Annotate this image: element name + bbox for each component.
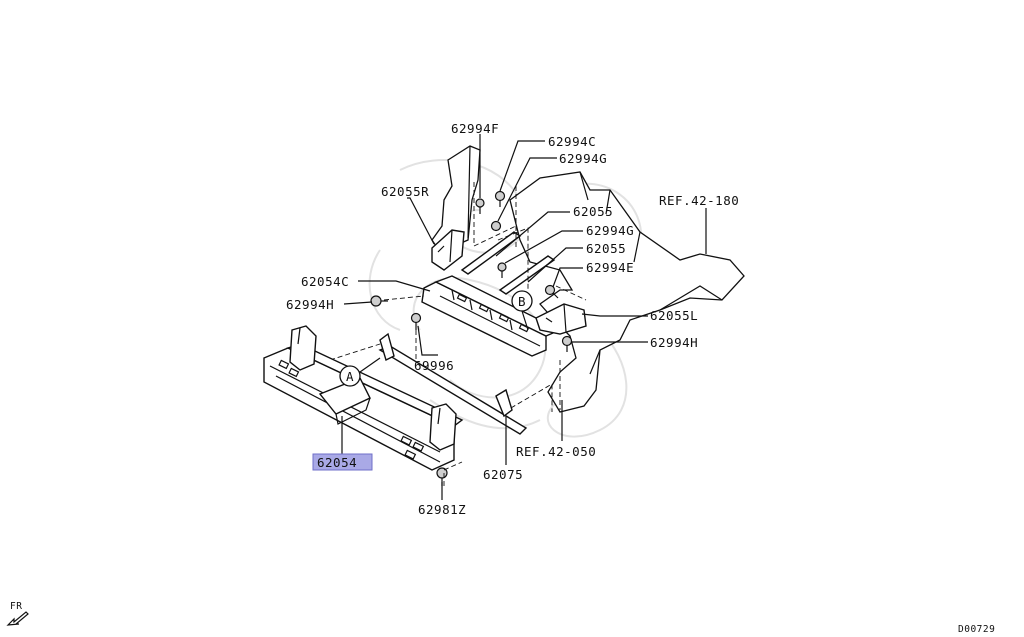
label-62055r: 62055R	[381, 184, 429, 199]
label-69996: 69996	[414, 358, 454, 373]
label-62994f: 62994F	[451, 121, 499, 136]
label-62075: 62075	[483, 467, 523, 482]
stay-62075	[378, 332, 528, 435]
label-62055l: 62055L	[650, 308, 698, 323]
highlight-62054	[312, 453, 373, 471]
callout-a-label: A	[346, 369, 354, 384]
label-ref-42-050: REF.42-050	[516, 444, 596, 459]
label-62054c: 62054C	[301, 274, 349, 289]
bolt-62994g-top	[490, 220, 502, 232]
bolt-69996	[410, 312, 422, 330]
label-62994e: 62994E	[586, 260, 634, 275]
right-frame-member	[509, 171, 745, 413]
label-62055-lower: 62055	[586, 241, 626, 256]
label-62054[interactable]: 62054	[317, 455, 357, 470]
bolt-62994h-left	[370, 295, 388, 307]
callout-b: B	[511, 290, 533, 331]
bolt-62994g-mid	[497, 262, 507, 278]
bolt-62994h-right	[561, 335, 573, 352]
front-arrow-icon	[6, 611, 29, 626]
direction-label: FR	[10, 601, 22, 612]
callout-a: A	[339, 357, 381, 387]
label-62055-upper: 62055	[573, 204, 613, 219]
label-ref-42-180: REF.42-180	[659, 193, 739, 208]
label-62994h-left: 62994H	[286, 297, 334, 312]
bracket-62055l	[535, 303, 587, 335]
figure-code: D00729	[958, 624, 995, 635]
assembly-guides	[329, 182, 587, 486]
stay-62055-lower	[498, 255, 556, 295]
label-62994g-mid: 62994G	[586, 223, 634, 238]
crossmember-62054c	[421, 275, 562, 357]
label-62981z: 62981Z	[418, 502, 466, 517]
label-62994c: 62994C	[548, 134, 596, 149]
bolt-62994e	[544, 284, 559, 299]
bumper-reinforcement-62054	[263, 325, 464, 471]
bolt-62994c	[494, 190, 506, 207]
callout-b-label: B	[518, 294, 526, 309]
label-62994h-right: 62994H	[650, 335, 698, 350]
label-62994g-top: 62994G	[559, 151, 607, 166]
front-direction-indicator: FR	[6, 601, 29, 626]
bracket-62055r	[431, 229, 465, 271]
bolt-62994f	[475, 198, 485, 214]
leader-lines	[341, 134, 707, 500]
